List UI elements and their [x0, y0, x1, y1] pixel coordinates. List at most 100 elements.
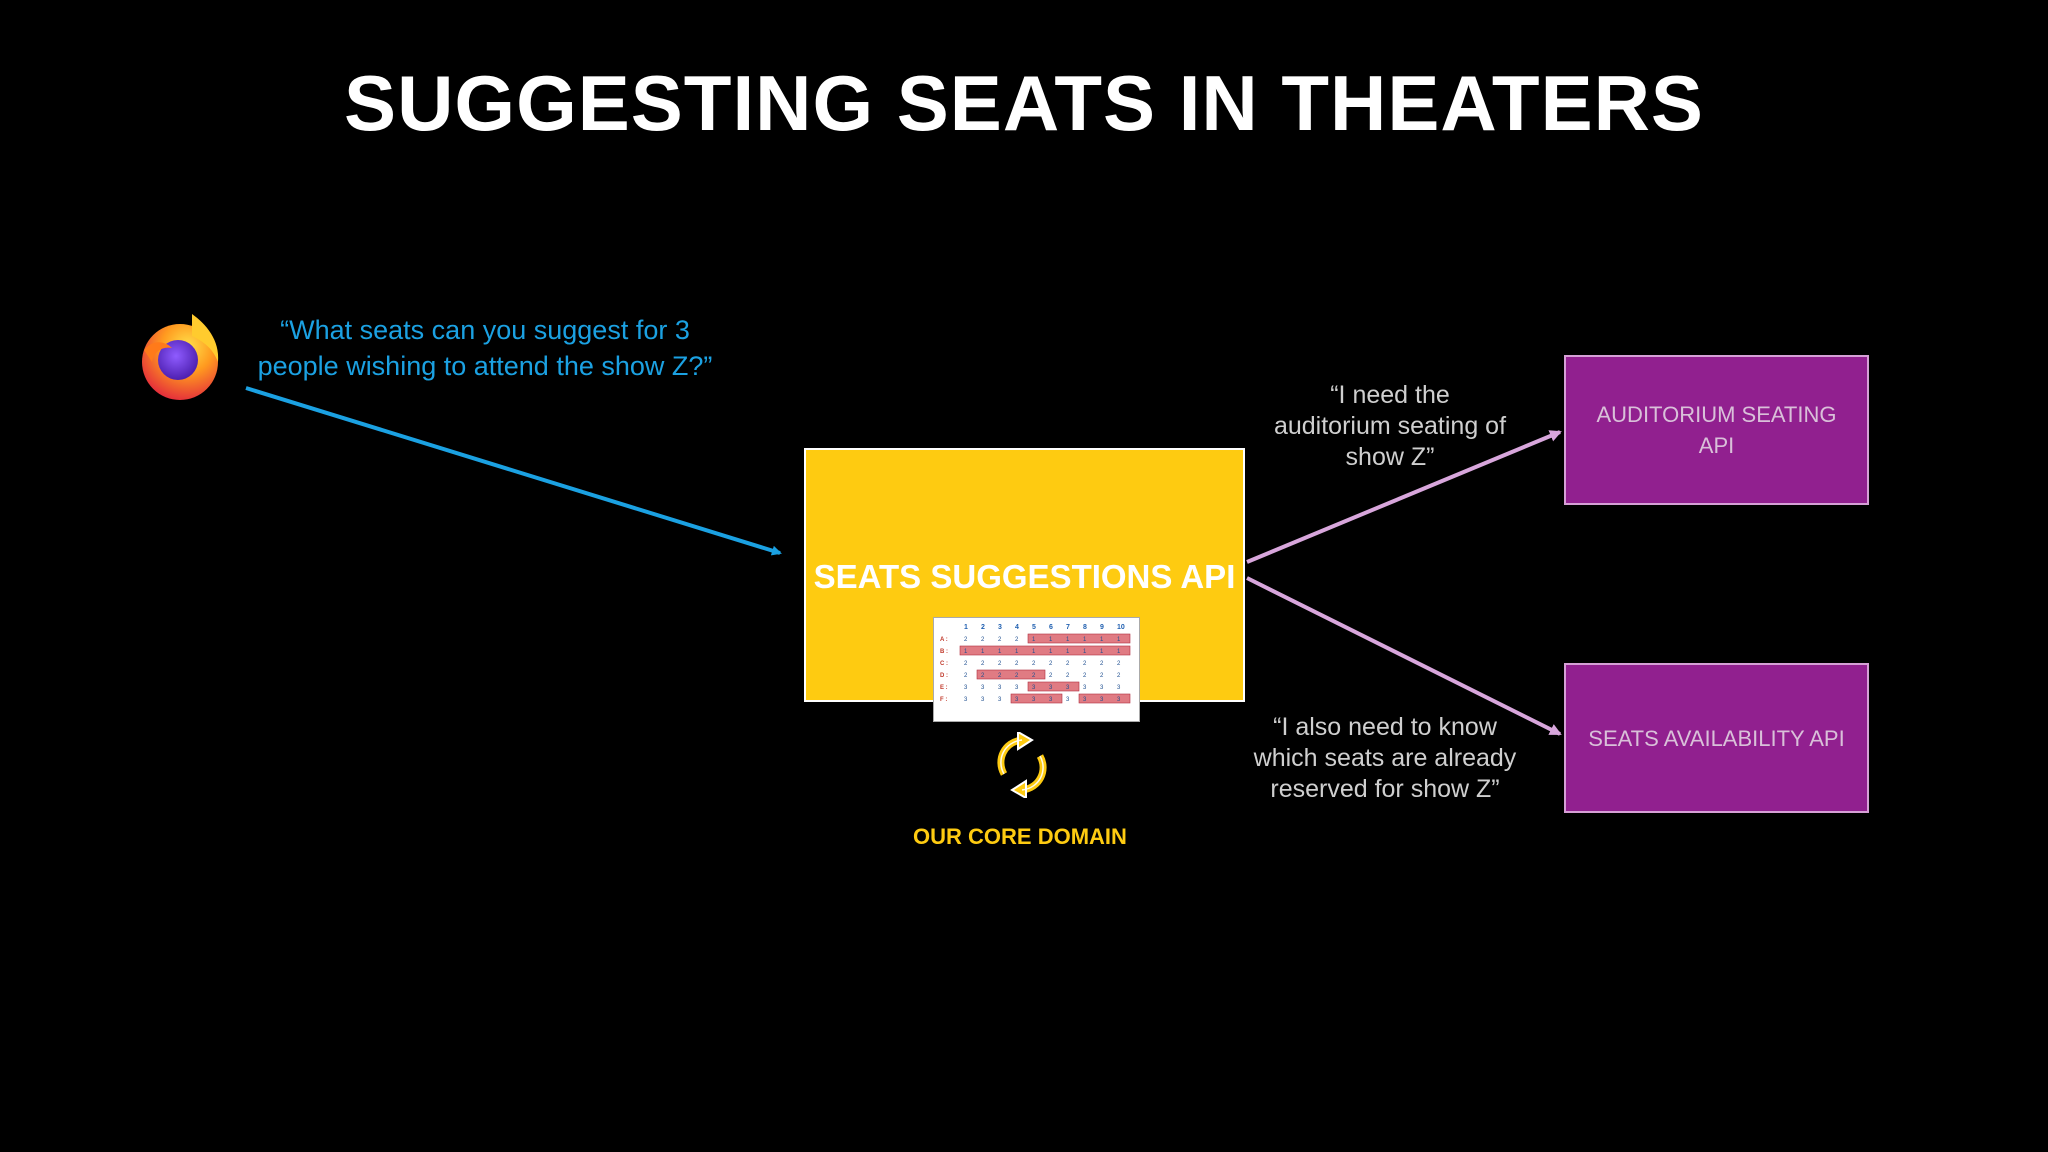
seat-grid-reserved-block	[976, 669, 1046, 680]
seat-grid-cell: 3	[998, 685, 1002, 691]
seat-grid-cell: 2	[981, 673, 985, 679]
seat-grid-reserved-block	[1027, 681, 1080, 692]
seat-grid-cell: 1	[1117, 637, 1121, 643]
seat-grid-cell: 2	[1049, 661, 1053, 667]
seats-availability-api-label: SEATS AVAILABILITY API	[1588, 725, 1845, 751]
firefox-browser-icon	[142, 314, 219, 400]
seat-grid-cell: 3	[1049, 697, 1053, 703]
seat-grid-cell: 3	[1049, 685, 1053, 691]
seat-grid-cell: 2	[1015, 673, 1019, 679]
seat-grid-cell: 2	[1032, 661, 1036, 667]
seat-grid-cell: 1	[1100, 637, 1104, 643]
seat-grid-thumbnail: 1 2 3 4 5 6 7 8 9 10 A : 2 2 2 2 1 1 1 1 1 1 B : 1 1 1 1 1 1 1 1 1 1 C :…	[933, 617, 1140, 722]
seat-grid-cell: 2	[1049, 673, 1053, 679]
seat-grid-col-label: 8	[1083, 624, 1087, 631]
seat-grid-cell: 2	[1032, 673, 1036, 679]
seat-grid-cell: 1	[1049, 637, 1053, 643]
seat-grid-cell: 3	[1066, 685, 1070, 691]
client-request-arrow	[245, 386, 782, 556]
slide-title: SUGGESTING SEATS IN THEATERS	[344, 59, 1704, 147]
seat-grid-col-label: 7	[1066, 624, 1070, 631]
client-question: “What seats can you suggest for 3 people…	[257, 315, 713, 381]
seat-grid-cell: 3	[981, 697, 985, 703]
seat-grid-cell: 3	[1032, 697, 1036, 703]
seat-grid-row-label: B :	[940, 649, 948, 655]
seat-grid-cell: 2	[1015, 661, 1019, 667]
seat-grid-cell: 1	[1083, 637, 1087, 643]
seat-grid-cell: 2	[1083, 661, 1087, 667]
seat-grid-reserved-block	[959, 645, 1131, 656]
seat-grid-cell: 3	[964, 685, 968, 691]
seat-grid-cell: 2	[981, 637, 985, 643]
seat-grid-reserved-block	[1078, 693, 1131, 704]
seat-grid-cell: 2	[998, 661, 1002, 667]
seat-grid-cell: 3	[964, 697, 968, 703]
seat-grid-cell: 2	[964, 661, 968, 667]
seat-grid-cell: 2	[1066, 661, 1070, 667]
seat-grid-cell: 1	[1032, 637, 1036, 643]
seat-grid-cell: 1	[1066, 637, 1070, 643]
seat-grid-cell: 1	[964, 649, 968, 655]
seat-grid-reserved-block	[1027, 633, 1131, 644]
seat-grid-cell: 3	[1066, 697, 1070, 703]
seat-grid-col-label: 2	[981, 624, 985, 631]
core-domain-label: OUR CORE DOMAIN	[913, 824, 1127, 849]
seat-grid-cell: 2	[981, 661, 985, 667]
seat-grid-cell: 1	[998, 649, 1002, 655]
seat-grid-cell: 1	[1100, 649, 1104, 655]
seat-grid-row-label: D :	[940, 673, 948, 679]
seat-grid-cell: 2	[998, 673, 1002, 679]
seat-grid-cell: 2	[1066, 673, 1070, 679]
seat-grid-cell: 1	[1066, 649, 1070, 655]
seat-grid-row-label: F :	[940, 697, 947, 703]
seats-suggestions-api-box: SEATS SUGGESTIONS API	[804, 448, 1245, 702]
seat-grid-cell: 2	[1117, 661, 1121, 667]
seat-grid-cell: 1	[981, 649, 985, 655]
auditorium-seating-api-label: AUDITORIUM SEATING API	[1596, 402, 1837, 458]
seat-grid-cell: 2	[964, 637, 968, 643]
availability-request-arrow	[1246, 576, 1562, 736]
seat-grid-col-label: 4	[1015, 624, 1019, 631]
seat-grid-cell: 3	[981, 685, 985, 691]
seat-grid-cell: 3	[1083, 697, 1087, 703]
seat-grid-cell: 2	[1117, 673, 1121, 679]
seat-grid-cell: 2	[1015, 637, 1019, 643]
seat-grid-cell: 3	[1117, 697, 1121, 703]
seat-grid-reserved-block	[1010, 693, 1063, 704]
seat-grid-cell: 3	[1015, 685, 1019, 691]
seat-grid-row-label: E :	[940, 685, 948, 691]
seat-grid-cell: 3	[1100, 697, 1104, 703]
seat-grid-col-label: 3	[998, 624, 1002, 631]
seat-grid-cell: 3	[998, 697, 1002, 703]
seat-grid-cell: 2	[964, 673, 968, 679]
seat-grid-cell: 1	[1083, 649, 1087, 655]
seat-grid-col-label: 1	[964, 624, 968, 631]
seat-grid-cell: 3	[1015, 697, 1019, 703]
core-api-label: SEATS SUGGESTIONS API	[813, 558, 1236, 595]
seat-grid-col-label: 6	[1049, 624, 1053, 631]
seat-grid-cell: 2	[1100, 673, 1104, 679]
seat-grid-cell: 2	[1083, 673, 1087, 679]
seat-grid-cell: 1	[1015, 649, 1019, 655]
seat-grid-cell: 1	[1032, 649, 1036, 655]
seat-grid-cell: 2	[998, 637, 1002, 643]
seat-grid-cell: 1	[1049, 649, 1053, 655]
seat-grid-col-label: 9	[1100, 624, 1104, 631]
seat-grid-cell: 3	[1117, 685, 1121, 691]
seat-grid-row-label: A :	[940, 637, 948, 643]
availability-request-quote: “I also need to know which seats are alr…	[1253, 713, 1517, 803]
seat-grid-cell: 3	[1100, 685, 1104, 691]
seat-grid-col-label: 5	[1032, 624, 1036, 631]
seat-grid-col-label: 10	[1117, 624, 1125, 631]
auditorium-request-quote: “I need the auditorium seating of show Z…	[1273, 381, 1507, 471]
seat-grid-cell: 3	[1083, 685, 1087, 691]
seat-grid-cell: 3	[1032, 685, 1036, 691]
refresh-cycle-icon	[994, 732, 1050, 798]
seats-availability-api-box: SEATS AVAILABILITY API	[1564, 663, 1869, 813]
seat-grid-row-label: C :	[940, 661, 948, 667]
seat-grid-cell: 2	[1100, 661, 1104, 667]
seat-grid-cell: 1	[1117, 649, 1121, 655]
auditorium-request-arrow	[1246, 430, 1562, 564]
auditorium-seating-api-box: AUDITORIUM SEATING API	[1564, 355, 1869, 505]
